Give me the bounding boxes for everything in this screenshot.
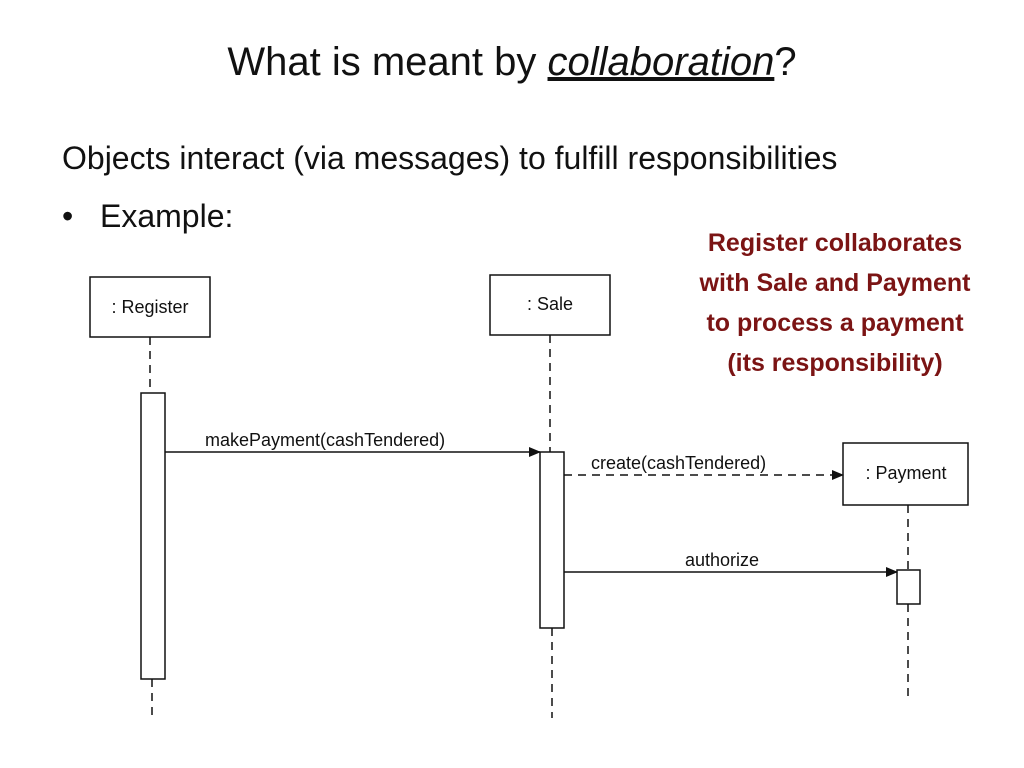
callout-line-4: (its responsibility) [727, 349, 943, 377]
sale-activation [539, 451, 565, 629]
callout-line-2: with Sale and Payment [699, 269, 971, 297]
payment-box [842, 442, 969, 506]
callout-text: Register collaborates with Sale and Paym… [660, 223, 1010, 383]
sale-box [489, 274, 611, 336]
slide-title: What is meant by collaboration? [0, 40, 1024, 85]
bullet-dot: • [62, 198, 74, 234]
create-label: create(cashTendered) [591, 453, 766, 473]
make-payment-label: makePayment(cashTendered) [205, 430, 445, 450]
title-suffix: ? [774, 40, 797, 84]
payment-label: : Payment [865, 463, 946, 483]
payment-activation [896, 569, 921, 605]
register-activation [140, 392, 166, 680]
title-emphasis: collaboration [547, 40, 775, 84]
authorize-label: authorize [685, 550, 759, 570]
body-line: Objects interact (via messages) to fulfi… [62, 140, 838, 176]
bullet-item: • Example: [62, 198, 233, 235]
bullet-text: Example: [100, 198, 234, 234]
sale-label: : Sale [527, 294, 573, 314]
register-label: : Register [111, 297, 188, 317]
title-prefix: What is meant by [227, 40, 548, 84]
callout-line-1: Register collaborates [707, 229, 963, 257]
callout-line-3: to process a payment [706, 309, 964, 337]
